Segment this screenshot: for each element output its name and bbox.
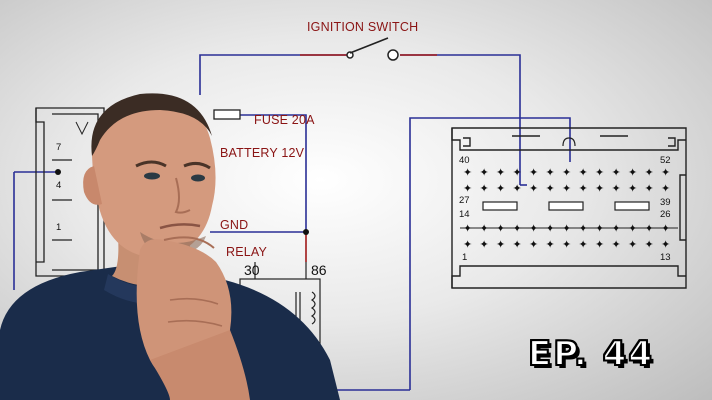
battery-label: BATTERY 12V	[220, 146, 305, 160]
ecu-pin-dot: ✦	[612, 166, 621, 179]
ecu-pin-52: 52	[660, 155, 671, 166]
junction-dot	[303, 229, 309, 235]
ecu-key-right	[614, 201, 650, 211]
ecu-pin-dot: ✦	[529, 222, 538, 235]
left-connector-junction	[55, 169, 61, 175]
ecu-pin-dot: ✦	[546, 222, 555, 235]
ecu-pin-dot: ✦	[463, 182, 472, 195]
ecu-pin-40: 40	[459, 155, 470, 166]
ecu-pin-dot: ✦	[513, 182, 522, 195]
ecu-pin-dot: ✦	[496, 182, 505, 195]
ecu-pin-dot: ✦	[661, 166, 670, 179]
ecu-pin-27: 27	[459, 195, 470, 206]
ecu-pin-dot: ✦	[529, 166, 538, 179]
ecu-connector	[451, 127, 687, 289]
relay-pin-86: 86	[311, 262, 327, 278]
ecu-pin-dot: ✦	[513, 238, 522, 251]
ecu-pin-dot: ✦	[628, 182, 637, 195]
ecu-pin-dot: ✦	[645, 182, 654, 195]
ecu-pin-dot: ✦	[529, 238, 538, 251]
ecu-pin-dot: ✦	[562, 222, 571, 235]
ecu-pin-dot: ✦	[463, 166, 472, 179]
ecu-pin-dot: ✦	[595, 166, 604, 179]
ecu-pin-dot: ✦	[579, 182, 588, 195]
ecu-pin-dot: ✦	[463, 222, 472, 235]
ecu-pin-dot: ✦	[546, 182, 555, 195]
ecu-pin-dot: ✦	[562, 182, 571, 195]
relay-label: RELAY	[226, 245, 268, 259]
ecu-pin-dot: ✦	[546, 166, 555, 179]
relay-pin-30: 30	[244, 262, 260, 278]
ignition-switch-label: IGNITION SWITCH	[307, 20, 418, 34]
wire-fuse-to-relay	[240, 114, 307, 232]
ecu-pin-14: 14	[459, 209, 470, 220]
ecu-pin-grid: ✦ ✦ ✦ ✦ ✦ ✦ ✦ ✦ ✦ ✦ ✦ ✦ ✦ ✦ ✦ ✦ ✦ ✦ ✦ ✦ ✦ ✦ ✦ ✦ ✦ ✦ ✦ ✦ ✦ ✦ ✦ ✦ ✦ ✦ ✦ ✦ ✦ ✦ ✦ ✦…	[463, 166, 670, 251]
ecu-pin-dot: ✦	[661, 182, 670, 195]
ecu-pin-dot: ✦	[579, 238, 588, 251]
ignition-switch-symbol	[346, 37, 399, 61]
ecu-pin-dot: ✦	[480, 238, 489, 251]
ecu-pin-dot: ✦	[480, 166, 489, 179]
ecu-key-left	[482, 201, 518, 211]
ecu-pin-dot: ✦	[612, 182, 621, 195]
presenter-figure	[0, 93, 340, 400]
ecu-pin-26: 26	[660, 209, 671, 220]
ecu-pin-dot: ✦	[595, 238, 604, 251]
wire-ignition-right	[400, 54, 521, 185]
ecu-pin-1: 1	[462, 252, 467, 263]
ecu-pin-dot: ✦	[645, 238, 654, 251]
ecu-pin-dot: ✦	[513, 166, 522, 179]
ecu-pin-dot: ✦	[546, 238, 555, 251]
ecu-pin-dot: ✦	[529, 182, 538, 195]
ecu-pin-dot: ✦	[595, 182, 604, 195]
ecu-pin-dot: ✦	[480, 222, 489, 235]
ecu-pin-dot: ✦	[496, 222, 505, 235]
ecu-pin-dot: ✦	[628, 166, 637, 179]
ecu-pin-dot: ✦	[562, 238, 571, 251]
wire-ecu-loop	[409, 117, 571, 390]
ecu-pin-dot: ✦	[645, 166, 654, 179]
ecu-pin-dot: ✦	[513, 222, 522, 235]
ecu-pin-dot: ✦	[661, 222, 670, 235]
ecu-pin-dot: ✦	[496, 166, 505, 179]
ecu-key-middle	[548, 201, 584, 211]
ecu-pin-dot: ✦	[661, 238, 670, 251]
fuse-label: FUSE 20A	[254, 113, 315, 127]
episode-badge: EP. 44	[527, 333, 654, 375]
ecu-pin-dot: ✦	[628, 238, 637, 251]
ecu-pin-13: 13	[660, 252, 671, 263]
left-pin-7: 7	[56, 142, 61, 153]
ecu-pin-dot: ✦	[645, 222, 654, 235]
ecu-pin-dot: ✦	[562, 166, 571, 179]
ecu-pin-dot: ✦	[612, 222, 621, 235]
ecu-pin-39: 39	[660, 197, 671, 208]
gnd-label: GND	[220, 218, 248, 232]
left-pin-4: 4	[56, 180, 61, 191]
ecu-pin-dot: ✦	[480, 182, 489, 195]
ecu-pin-dot: ✦	[579, 222, 588, 235]
ecu-pin-dot: ✦	[463, 238, 472, 251]
left-pin-1: 1	[56, 222, 61, 233]
ecu-pin-dot: ✦	[595, 222, 604, 235]
ecu-pin-dot: ✦	[579, 166, 588, 179]
ecu-pin-dot: ✦	[628, 222, 637, 235]
ecu-pin-dot: ✦	[496, 238, 505, 251]
fuse-symbol	[213, 109, 241, 120]
ecu-pin-dot: ✦	[612, 238, 621, 251]
